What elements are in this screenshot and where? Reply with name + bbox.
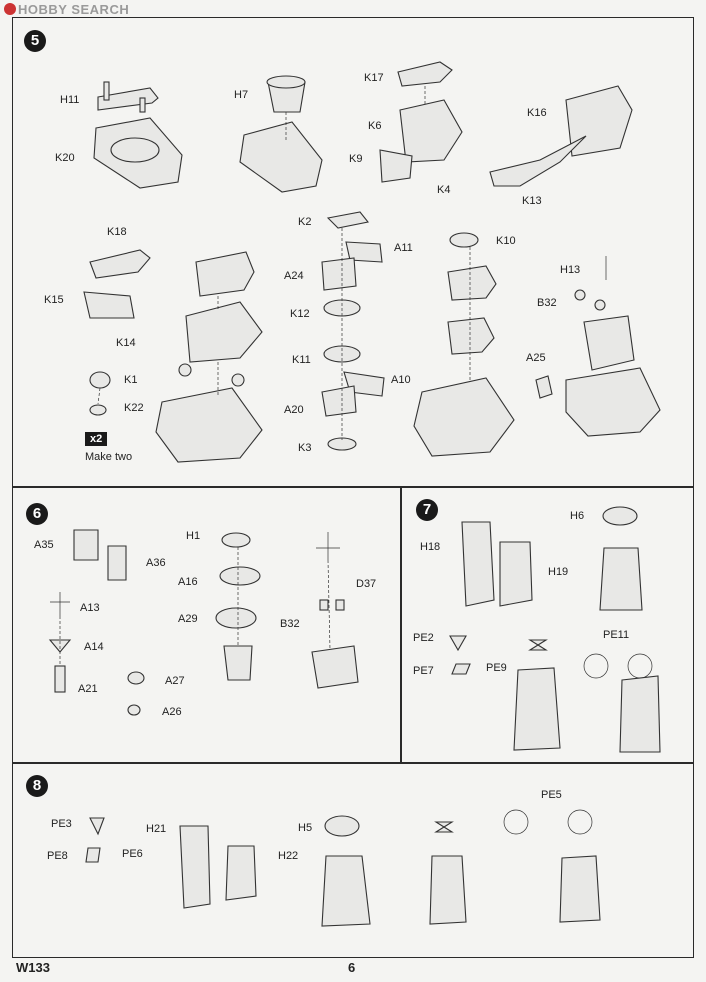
hobbysearch-logo-icon: [4, 3, 16, 15]
step-number-6: 6: [26, 503, 48, 525]
label-k15: K15: [44, 294, 64, 306]
step-5-panel: [12, 17, 694, 487]
label-k3: K3: [298, 442, 312, 454]
h7-part: [239, 75, 323, 193]
label-h6: H6: [570, 510, 585, 522]
h21-h22-parts: [179, 825, 257, 909]
label-pe6: PE6: [122, 848, 143, 860]
label-k4: K4: [437, 184, 451, 196]
pe-photoetch-parts: [449, 635, 661, 753]
page-number: 6: [348, 960, 356, 975]
label-a16: A16: [178, 576, 198, 588]
label-a14: A14: [84, 641, 104, 653]
label-a11: A11: [394, 242, 413, 254]
label-k6: K6: [368, 120, 382, 132]
a11-a10-parts: [321, 211, 385, 451]
pe5-assembly: [429, 809, 601, 925]
label-b32-step6: B32: [280, 618, 300, 630]
label-pe8: PE8: [47, 850, 68, 862]
label-k20: K20: [55, 152, 75, 164]
k16-part: [489, 85, 633, 187]
label-pe7: PE7: [413, 665, 434, 677]
step-7-panel: [400, 487, 694, 764]
k1-k22-parts: [89, 371, 111, 416]
a13-a14-a21-parts: [48, 592, 72, 693]
a27-a26-parts: [127, 671, 145, 716]
label-a13: A13: [80, 602, 100, 614]
label-k22: K22: [124, 402, 144, 414]
label-a36: A36: [146, 557, 166, 569]
label-h22: H22: [278, 850, 299, 862]
label-h5: H5: [298, 822, 313, 834]
watermark: HOBBY SEARCH: [4, 2, 129, 17]
label-a21: A21: [78, 683, 98, 695]
k10-assembly: [413, 232, 515, 457]
label-pe5: PE5: [541, 789, 562, 801]
a35-a36-parts: [73, 529, 127, 581]
label-d37: D37: [356, 578, 377, 590]
step-number-7: 7: [416, 499, 438, 521]
h18-h19-parts: [461, 521, 533, 607]
multiplier-badge: x2: [85, 432, 108, 446]
label-k2: K2: [298, 216, 312, 228]
label-k13: K13: [522, 195, 542, 207]
label-h1: H1: [186, 530, 201, 542]
label-h21: H21: [146, 823, 167, 835]
h13-b32-assembly: [535, 256, 661, 437]
label-k1: K1: [124, 374, 138, 386]
step-number-8: 8: [26, 775, 48, 797]
label-a10: A10: [391, 374, 411, 386]
label-a35: A35: [34, 539, 54, 551]
h5-part: [321, 815, 371, 927]
label-h11: H11: [60, 94, 80, 106]
label-a25: A25: [526, 352, 546, 364]
step-number-5: 5: [24, 30, 46, 52]
step-8-panel: [12, 762, 694, 958]
k20-base-part: [93, 81, 183, 189]
label-b32: B32: [537, 297, 557, 309]
label-a29: A29: [178, 613, 198, 625]
step-6-panel: [12, 487, 402, 764]
footer-code: W133: [16, 960, 50, 975]
h1-a16-a29-parts: [215, 532, 261, 681]
label-k12: K12: [290, 308, 310, 320]
label-k17: K17: [364, 72, 384, 84]
label-k16: K16: [527, 107, 547, 119]
pe3-pe8-parts: [85, 817, 105, 863]
label-pe2: PE2: [413, 632, 434, 644]
label-pe9: PE9: [486, 662, 507, 674]
label-k9: K9: [349, 153, 363, 165]
label-k18: K18: [107, 226, 127, 238]
k18-k15-parts: [83, 249, 151, 319]
label-a20: A20: [284, 404, 304, 416]
label-pe11: PE11: [603, 629, 630, 641]
label-a27: A27: [165, 675, 185, 687]
label-k14: K14: [116, 337, 136, 349]
h6-part: [599, 506, 643, 611]
make-two-note: Make two: [85, 451, 133, 463]
watermark-text: HOBBY SEARCH: [18, 2, 130, 17]
k17-turret-parts: [379, 61, 463, 183]
label-h13: H13: [560, 264, 581, 276]
d37-assembly: [311, 532, 359, 689]
label-a26: A26: [162, 706, 182, 718]
label-h18: H18: [420, 541, 441, 553]
turret-assembly-left: [155, 251, 263, 463]
label-h19: H19: [548, 566, 569, 578]
label-h7: H7: [234, 89, 249, 101]
label-a24: A24: [284, 270, 304, 282]
label-k11: K11: [292, 354, 311, 366]
label-k10: K10: [496, 235, 516, 247]
label-pe3: PE3: [51, 818, 72, 830]
